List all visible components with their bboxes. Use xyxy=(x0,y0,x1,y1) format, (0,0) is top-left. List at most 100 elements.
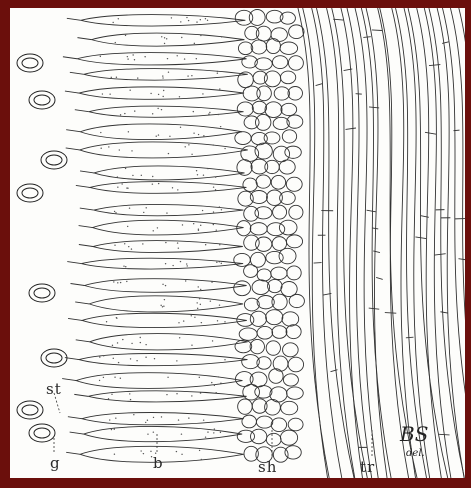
spore-wall xyxy=(22,188,38,198)
cytoplasm-dot xyxy=(121,183,122,184)
subhymenial-cell xyxy=(257,326,273,339)
cytoplasm-dot xyxy=(114,211,115,212)
cytoplasm-dot xyxy=(127,58,128,59)
subhymenial-cell xyxy=(251,429,267,444)
basidium xyxy=(88,391,246,402)
cytoplasm-dot xyxy=(172,265,173,266)
cytoplasm-dot xyxy=(205,244,206,245)
basidium xyxy=(90,182,247,194)
cytoplasm-dot xyxy=(187,75,188,76)
cytoplasm-dot xyxy=(129,207,130,208)
spore-wall xyxy=(46,353,62,363)
cytoplasm-dot xyxy=(218,114,219,115)
cytoplasm-dot xyxy=(112,345,113,346)
cytoplasm-dot xyxy=(184,58,185,59)
cytoplasm-dot xyxy=(208,113,209,114)
cytoplasm-dot xyxy=(186,263,187,264)
subhymenial-cell xyxy=(282,312,299,326)
subhymenial-cell xyxy=(272,237,286,251)
basidium xyxy=(90,334,248,350)
hypha-septum xyxy=(406,337,414,338)
cytoplasm-dot xyxy=(176,451,177,452)
subhymenial-cell xyxy=(242,415,256,428)
cytoplasm-dot xyxy=(177,242,178,243)
cytoplasm-dot xyxy=(200,19,201,20)
cytoplasm-dot xyxy=(188,144,189,145)
cytoplasm-dot xyxy=(154,358,155,359)
cytoplasm-dot xyxy=(213,186,214,187)
hypha-septum xyxy=(372,30,382,31)
subhymenial-cell xyxy=(238,399,253,414)
subhymenial-cell xyxy=(267,223,285,236)
cytoplasm-dot xyxy=(128,131,129,132)
cytoplasm-dot xyxy=(194,317,195,318)
cytoplasm-dot xyxy=(161,36,162,37)
cytoplasm-dot xyxy=(221,209,222,210)
hypha-septum xyxy=(421,216,429,218)
subhymenial-cell xyxy=(287,387,304,399)
cytoplasm-dot xyxy=(167,377,168,378)
cytoplasm-dot xyxy=(178,419,179,420)
sterigma xyxy=(74,394,88,396)
sterigma xyxy=(66,130,80,132)
spore-wall xyxy=(34,288,50,298)
subhymenial-cell xyxy=(265,102,282,118)
cytoplasm-dot xyxy=(165,263,166,264)
basidium xyxy=(76,373,242,389)
cytoplasm-dot xyxy=(202,210,203,211)
cytoplasm-dot xyxy=(103,355,104,356)
hypha-septum xyxy=(376,277,383,279)
cytoplasm-dot xyxy=(145,357,146,358)
subhymenial-cell xyxy=(255,386,272,399)
cytoplasm-dot xyxy=(201,459,202,460)
cytoplasm-dot xyxy=(142,243,143,244)
botanical-plate: st g b sh tr BS del. xyxy=(10,8,465,478)
cytoplasm-dot xyxy=(114,376,115,377)
cytoplasm-dot xyxy=(132,175,133,176)
subhymenial-cell xyxy=(289,205,303,219)
cytoplasm-dot xyxy=(125,168,126,169)
basidium xyxy=(81,258,243,269)
basidium xyxy=(93,241,243,253)
cytoplasm-dot xyxy=(191,395,192,396)
cytoplasm-dot xyxy=(124,243,125,244)
cytoplasm-dot xyxy=(108,398,109,399)
cytoplasm-dot xyxy=(183,320,184,321)
spore xyxy=(41,349,67,367)
cytoplasm-dot xyxy=(220,382,221,383)
trama-hypha xyxy=(378,8,417,478)
cytoplasm-dot xyxy=(210,300,211,301)
cytoplasm-dot xyxy=(112,22,113,23)
subhymenial-cell xyxy=(245,26,259,40)
cytoplasm-dot xyxy=(200,392,201,393)
cytoplasm-dot xyxy=(215,177,216,178)
hypha-septum xyxy=(363,37,370,38)
sterigma xyxy=(80,171,94,173)
cytoplasm-dot xyxy=(199,450,200,451)
hypha-septum xyxy=(425,132,436,134)
subhymenial-cell xyxy=(256,175,271,188)
cytoplasm-dot xyxy=(178,322,179,323)
subhymenial-cell xyxy=(265,160,279,173)
hypha-septum xyxy=(369,308,380,309)
cytoplasm-dot xyxy=(218,376,219,377)
subhymenial-cell xyxy=(288,86,302,100)
artist-signature: BS xyxy=(400,422,428,446)
label-basidium: b xyxy=(153,454,164,472)
cytoplasm-dot xyxy=(193,132,194,133)
cytoplasm-dot xyxy=(106,321,107,322)
cytoplasm-dot xyxy=(181,433,182,434)
cytoplasm-dot xyxy=(144,56,145,57)
cytoplasm-dot xyxy=(203,135,204,136)
subhymenial-cell xyxy=(273,205,287,219)
cytoplasm-dot xyxy=(197,174,198,175)
sterigma xyxy=(68,417,82,419)
basidium xyxy=(89,106,244,117)
cytoplasm-dot xyxy=(212,340,213,341)
cytoplasm-dot xyxy=(136,360,137,361)
cytoplasm-dot xyxy=(180,261,181,262)
cytoplasm-dot xyxy=(196,21,197,22)
cytoplasm-dot xyxy=(202,93,203,94)
cytoplasm-dot xyxy=(120,282,121,283)
cytoplasm-dot xyxy=(127,188,128,189)
